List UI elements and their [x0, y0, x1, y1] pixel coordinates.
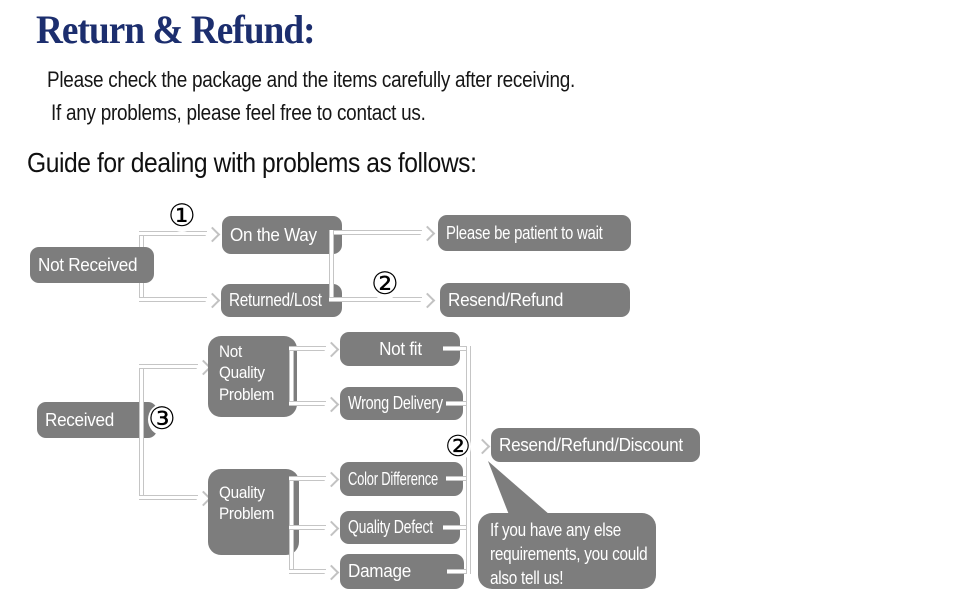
intro-line-1: Please check the package and the items c… [47, 67, 576, 92]
step-2-badge-bottom: ② [445, 429, 471, 463]
node-wrong-delivery: Wrong Delivery [340, 387, 463, 420]
connector-line [289, 346, 326, 351]
connector-line [139, 364, 198, 369]
arrowhead-icon [323, 564, 340, 581]
connector-line [443, 525, 466, 530]
node-line: Quality [219, 483, 265, 502]
node-line: Problem [219, 384, 275, 404]
arrowhead-icon [323, 471, 340, 488]
node-damage: Damage [340, 554, 464, 589]
node-on-the-way: On the Way [222, 216, 342, 254]
arrowhead-icon [474, 438, 491, 455]
intro-line-2: If any problems, please feel free to con… [51, 100, 426, 125]
connector-line [289, 346, 294, 406]
arrowhead-icon [204, 226, 221, 243]
connector-line [329, 230, 422, 235]
arrowhead-icon [323, 341, 340, 358]
connector-line [139, 364, 144, 500]
connector-line [443, 346, 466, 351]
step-3-badge: ③ [148, 401, 176, 437]
node-line: Quality [219, 363, 265, 383]
connector-line [447, 569, 466, 574]
connector-line [289, 569, 326, 574]
connector-line [446, 476, 466, 481]
node-resend-refund-discount: Resend/Refund/Discount [491, 428, 700, 462]
guide-heading: Guide for dealing with problems as follo… [27, 147, 477, 178]
arrowhead-icon [419, 225, 436, 242]
node-not-fit: Not fit [340, 332, 460, 366]
node-not-quality-problem: Not Quality Problem [208, 336, 297, 417]
connector-line [289, 401, 326, 406]
connector-line [139, 297, 207, 302]
bubble-line: also tell us! [490, 567, 564, 588]
connector-line [329, 230, 334, 302]
node-please-wait: Please be patient to wait [438, 215, 631, 251]
step-2-badge-top: ② [371, 266, 399, 302]
node-line: Not [219, 342, 243, 361]
arrowhead-icon [204, 292, 221, 309]
step-1-badge: ① [168, 198, 196, 234]
connector-line [139, 495, 198, 500]
node-color-difference: Color Difference [340, 462, 463, 496]
connector-line [289, 476, 326, 481]
speech-bubble: If you have any else requirements, you c… [478, 513, 656, 589]
bubble-line: If you have any else [490, 520, 621, 540]
connector-line [289, 525, 326, 530]
node-resend-refund: Resend/Refund [440, 283, 630, 317]
node-received: Received [37, 402, 157, 438]
node-not-received: Not Received [30, 247, 154, 283]
speech-bubble-tail [487, 461, 550, 515]
node-quality-defect: Quality Defect [340, 511, 460, 544]
bubble-line: requirements, you could [490, 543, 648, 564]
arrowhead-icon [419, 292, 436, 309]
node-quality-problem: Quality Problem [208, 469, 299, 555]
arrowhead-icon [323, 520, 340, 537]
page-title: Return & Refund: [36, 7, 316, 52]
connector-line [446, 401, 466, 406]
node-returned-lost: Returned/Lost [221, 284, 342, 317]
node-line: Problem [219, 504, 275, 524]
arrowhead-icon [323, 396, 340, 413]
